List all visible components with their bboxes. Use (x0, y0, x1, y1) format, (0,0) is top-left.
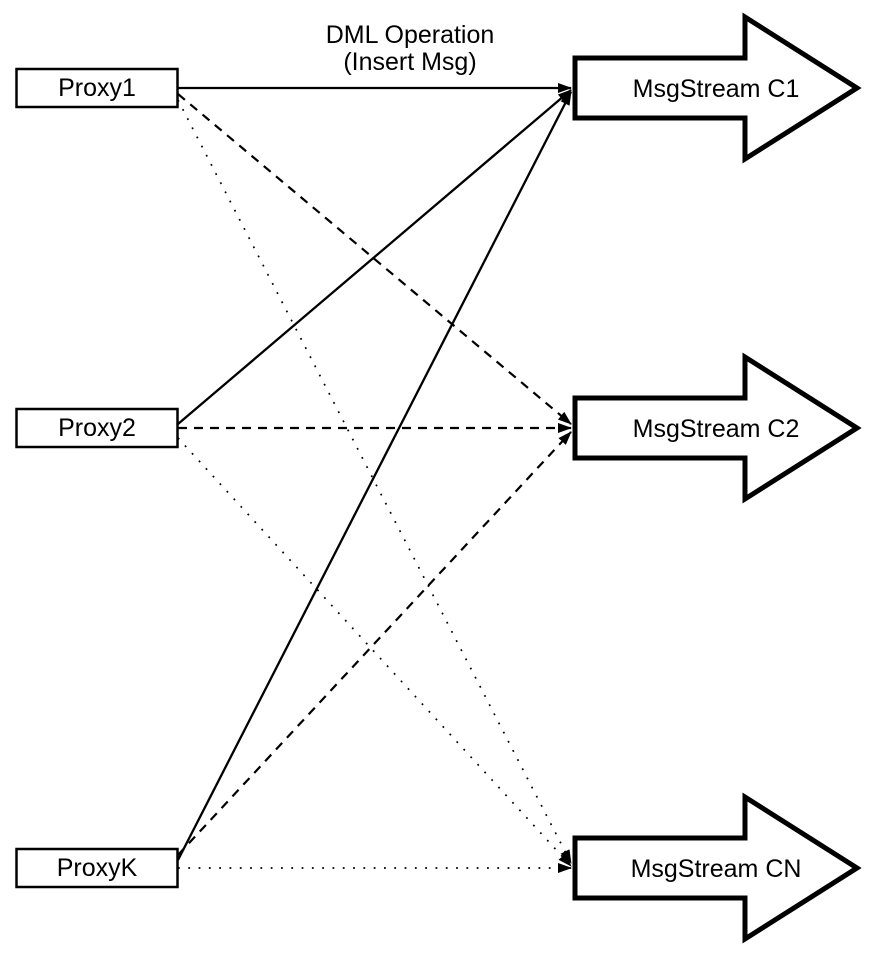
proxyk-label: ProxyK (57, 854, 138, 882)
msgstream-c1-node: MsgStream C1 (572, 12, 862, 164)
proxy1-box (15, 67, 179, 109)
msgstream-c2-arrow (572, 352, 862, 504)
proxy2-box (15, 407, 179, 449)
diagram-title-line1: DML Operation (326, 21, 495, 49)
msgstream-cn-arrow (572, 792, 862, 944)
msgstream-cn-label: MsgStream CN (631, 855, 802, 883)
proxyk-box (15, 847, 179, 889)
connector-proxy1-cn (177, 99, 572, 864)
msgstream-c2-label: MsgStream C2 (633, 415, 800, 443)
connector-proxyk-c2 (177, 431, 572, 856)
connector-proxy1-c2 (177, 93, 572, 425)
proxyk-node: ProxyK (15, 847, 179, 889)
proxy2-label: Proxy2 (58, 414, 136, 442)
proxy1-label: Proxy1 (58, 74, 136, 102)
proxy1-node: Proxy1 (15, 67, 179, 109)
msgstream-c1-arrow (572, 12, 862, 164)
msgstream-c1-label: MsgStream C1 (633, 75, 800, 103)
msgstream-c2-node: MsgStream C2 (572, 352, 862, 504)
diagram-title-line2: (Insert Msg) (343, 48, 476, 76)
proxy2-node: Proxy2 (15, 407, 179, 449)
connector-proxy2-c1 (177, 89, 572, 425)
msgstream-cn-node: MsgStream CN (572, 792, 862, 944)
connector-proxy2-cn (177, 437, 572, 867)
connector-proxyk-c1 (176, 91, 573, 861)
